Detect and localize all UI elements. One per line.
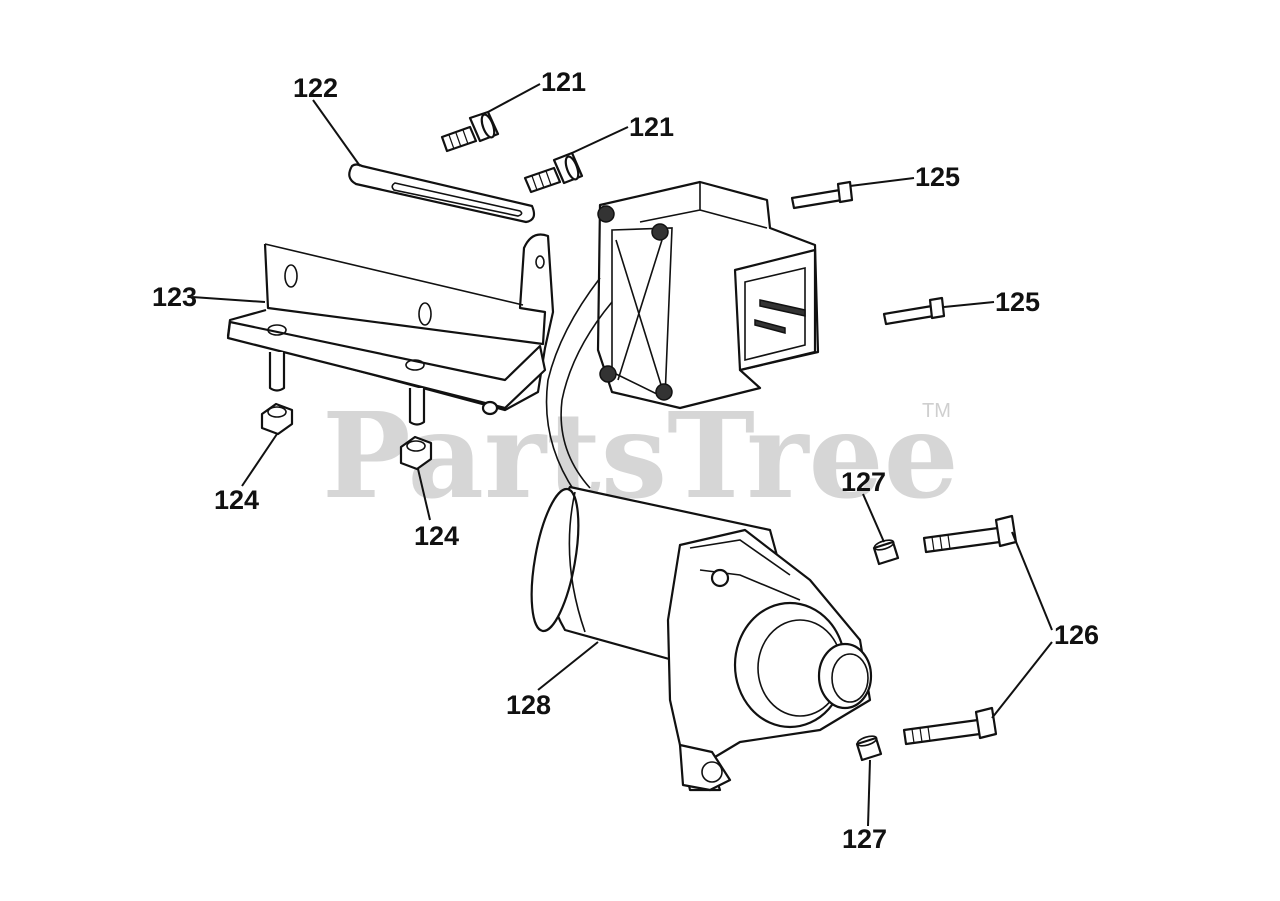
solenoid-housing xyxy=(596,180,820,410)
part-123-bracket xyxy=(226,233,555,426)
watermark-trademark: TM xyxy=(922,400,951,422)
part-122-strap xyxy=(348,163,536,224)
cable xyxy=(545,277,613,493)
callout-127-lower: 127 xyxy=(842,824,887,854)
part-121-bolt-lower xyxy=(523,151,584,194)
callout-128: 128 xyxy=(506,690,551,720)
callout-121-lower: 121 xyxy=(629,112,674,142)
callout-127-upper: 127 xyxy=(841,467,886,497)
part-127-spacer-lower xyxy=(855,735,883,762)
part-125-bolt-lower xyxy=(882,296,946,326)
leader-lines xyxy=(191,83,1053,827)
callout-125-upper: 125 xyxy=(915,162,960,192)
callout-123: 123 xyxy=(152,282,197,312)
callout-126: 126 xyxy=(1054,620,1099,650)
part-121-bolt-upper xyxy=(440,110,500,153)
part-126-bolt-upper xyxy=(922,514,1018,554)
part-125-bolt-upper xyxy=(790,180,854,210)
part-128-starter-motor xyxy=(530,485,873,792)
part-124-nut-right xyxy=(399,435,433,471)
callout-125-lower: 125 xyxy=(995,287,1040,317)
callout-124-left: 124 xyxy=(214,485,259,515)
part-126-bolt-lower xyxy=(902,706,998,746)
callout-122: 122 xyxy=(293,73,338,103)
callout-121-upper: 121 xyxy=(541,67,586,97)
part-127-spacer-upper xyxy=(872,539,900,566)
part-124-nut-left xyxy=(260,402,294,436)
callout-124-right: 124 xyxy=(414,521,459,551)
